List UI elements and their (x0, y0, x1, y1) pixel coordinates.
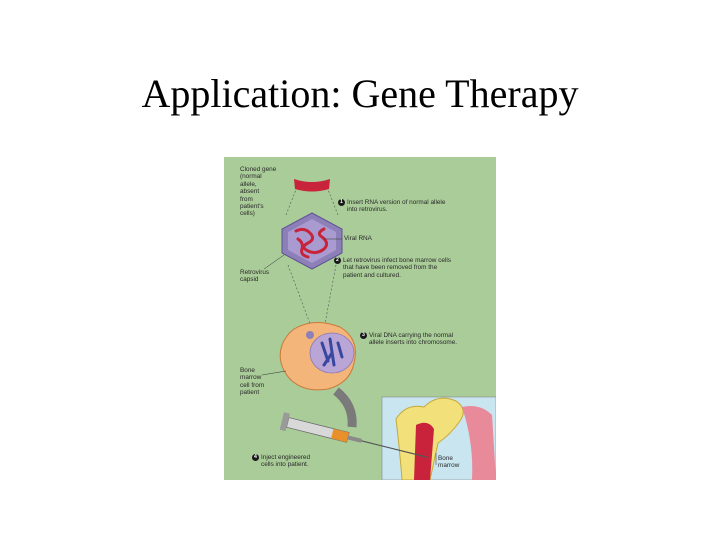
chromosome (336, 341, 344, 359)
guide-line (285, 186, 298, 216)
step-1: 1 Insert RNA version of normal allele in… (338, 199, 445, 214)
label-viral-rna: Viral RNA (344, 235, 372, 242)
guide-line (323, 264, 337, 330)
step-number: 2 (334, 257, 341, 264)
label-bone-marrow: Bone marrow (438, 455, 460, 470)
transfer-arrow (333, 387, 357, 428)
slide-title: Application: Gene Therapy (141, 71, 579, 116)
bone-marrow-cavity (414, 422, 434, 480)
label-bone-marrow-cell: Bone marrow cell from patient (240, 367, 265, 397)
step-text: Viral DNA carrying the normal allele ins… (369, 332, 458, 347)
guide-line (287, 264, 313, 330)
figure-illustration (261, 179, 496, 480)
step-2: 2 Let retrovirus infect bone marrow cell… (334, 257, 451, 279)
pointer-line (261, 370, 287, 376)
label-cloned-gene: Cloned gene (normal allele, absent from … (240, 166, 277, 218)
step-text: Let retrovirus infect bone marrow cells … (343, 257, 451, 279)
pointer-line (263, 254, 285, 270)
syringe (279, 412, 428, 458)
guide-line (326, 186, 339, 216)
label-retrovirus-capsid: Retrovirus capsid (240, 269, 270, 284)
gene-therapy-figure: Cloned gene (normal allele, absent from … (224, 157, 496, 480)
step-number: 3 (360, 332, 367, 339)
step-number: 1 (338, 199, 345, 206)
muscle-tissue (462, 406, 496, 480)
step-4: 4 Inject engineered cells into patient. (252, 454, 310, 469)
step-text: Insert RNA version of normal allele into… (347, 199, 446, 214)
chromosome (322, 351, 334, 367)
virus-particle (306, 331, 314, 339)
cloned-gene (294, 179, 330, 192)
step-number: 4 (252, 454, 259, 461)
viral-rna (294, 227, 329, 255)
step-text: Inject engineered cells into patient. (261, 454, 311, 469)
step-3: 3 Viral DNA carrying the normal allele i… (360, 332, 457, 347)
